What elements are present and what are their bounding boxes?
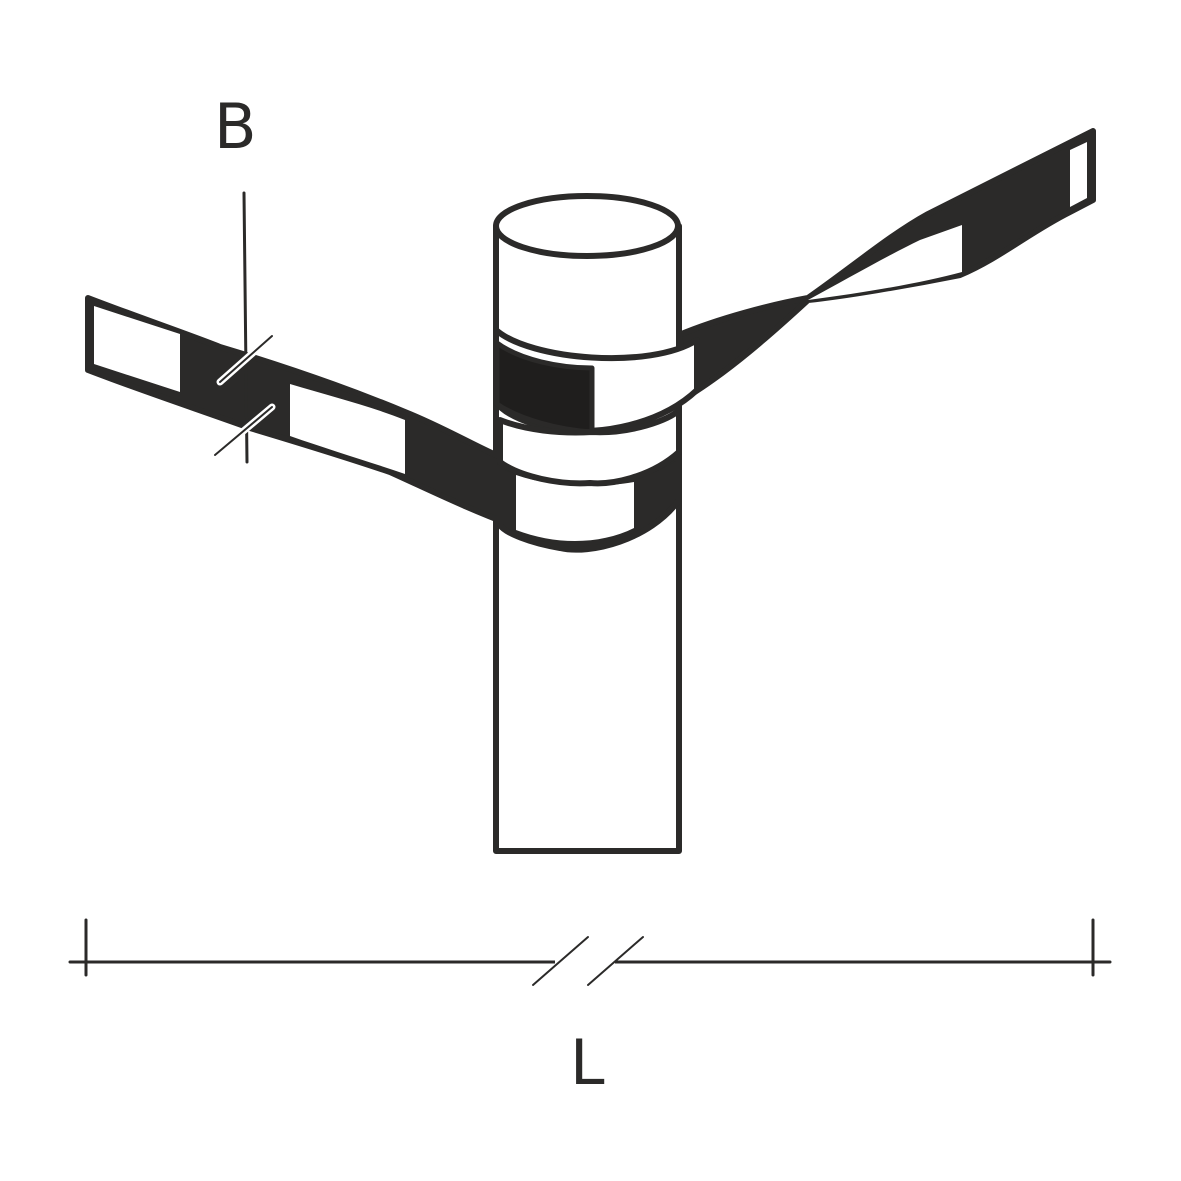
tape-right-white-segment-1	[808, 225, 962, 300]
dimension-l-break-tick-right	[587, 936, 644, 986]
dimension-l-break-gap	[555, 955, 615, 969]
dimension-l-break-tick-left	[532, 936, 589, 986]
tape-wrap-lower-white	[516, 475, 634, 542]
dimension-b-tick-lower-line	[214, 406, 273, 456]
dimension-b-tick-upper-line	[219, 335, 273, 383]
tape-left-white-segment-2	[290, 384, 405, 474]
dimension-b-line	[242, 191, 249, 464]
tape-wrap-middle	[497, 407, 682, 487]
tape-left-white-segment-1	[94, 306, 180, 392]
length-label: L	[570, 1026, 605, 1099]
tape-right-white-segment-2	[1070, 142, 1087, 207]
post-top	[493, 193, 681, 259]
width-label: B	[214, 90, 257, 163]
